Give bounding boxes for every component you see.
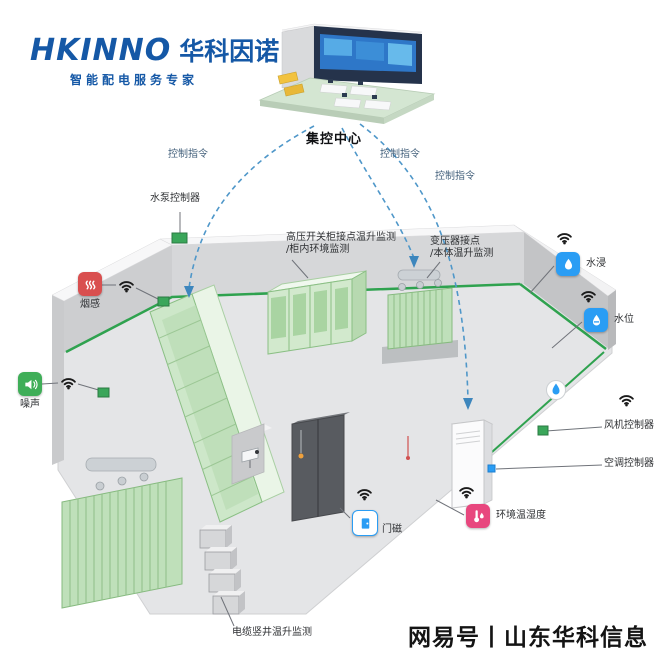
brand-tagline: 智能配电服务专家 <box>70 73 199 87</box>
command-arrows <box>184 256 473 410</box>
smoke-label: 烟感 <box>80 299 100 310</box>
command-paths <box>188 123 469 401</box>
door <box>291 412 410 522</box>
cable-shaft-boxes <box>199 525 245 615</box>
command-path-right <box>359 123 469 401</box>
camera <box>231 423 272 485</box>
hv-switchgear <box>267 270 367 355</box>
control-center-label: 集控中心 <box>306 132 363 147</box>
fan-controller-label: 风机控制器 <box>604 420 654 431</box>
transformer-label: 变压器接点 /本体温升监测 <box>430 236 493 260</box>
left-wing-wall <box>52 295 64 465</box>
water-leak-label: 水浸 <box>586 258 606 269</box>
ac-controller-label: 空调控制器 <box>604 458 654 469</box>
transformer-label-line1: 变压器接点 <box>430 236 480 247</box>
command-path-left <box>188 125 315 289</box>
ac-cabinet <box>450 419 494 509</box>
door-sensor-dot <box>298 453 304 459</box>
transformer-lower <box>61 457 183 609</box>
wifi-icon <box>60 375 77 390</box>
command-path-middle <box>341 127 415 259</box>
ac-connector <box>487 464 496 473</box>
water-level-sensor-icon <box>584 308 608 332</box>
camera-lens <box>255 450 259 454</box>
water-leak-sensor-icon <box>556 252 580 276</box>
back-left-wall <box>64 245 172 353</box>
cable-shaft-label: 电缆竖井温升监测 <box>232 627 312 638</box>
fan-device <box>537 425 549 436</box>
brand-logo-en: HKINNO <box>30 33 172 68</box>
hv-switchgear-label-line1: 高压开关柜接点温升监测 <box>286 232 396 243</box>
wifi-icon <box>580 288 597 303</box>
hv-switchgear-label-line2: /柜内环境监测 <box>286 244 350 255</box>
env-humiture-label: 环境温湿度 <box>496 510 546 521</box>
env-sensor-dot <box>406 456 410 460</box>
wifi-icon <box>118 278 135 293</box>
wifi-icon <box>556 230 573 245</box>
water-pump-controller-label: 水泵控制器 <box>150 193 200 204</box>
wifi-icon <box>618 392 635 407</box>
transformer-label-line2: /本体温升监测 <box>430 248 494 259</box>
command-label-right: 控制指令 <box>435 171 475 182</box>
baseboard-right-front <box>491 351 605 453</box>
smoke-sensor-icon <box>78 272 102 296</box>
wifi-icon <box>356 486 373 501</box>
command-label-left: 控制指令 <box>168 149 208 160</box>
door-magnet-sensor-icon <box>352 510 378 536</box>
noise-sensor-icon <box>18 372 42 396</box>
right-wall-edge <box>608 290 616 350</box>
control-center-scene <box>258 23 436 124</box>
wifi-icon <box>458 484 475 499</box>
noise-label: 噪声 <box>20 399 40 410</box>
door-magnet-label: 门磁 <box>382 524 402 535</box>
brand-logo-cn: 华科因诺 <box>179 37 280 66</box>
car <box>283 83 305 97</box>
hv-switchgear-label: 高压开关柜接点温升监测 /柜内环境监测 <box>286 232 396 256</box>
baseboard-right <box>519 283 607 350</box>
car <box>277 71 299 85</box>
water-pump-device <box>171 232 188 244</box>
watermark: 网易号丨山东华科信息 <box>408 625 648 651</box>
smoke-mount <box>157 296 170 307</box>
noise-mount <box>97 387 110 398</box>
floor-water-sensor <box>546 380 566 400</box>
leader-lines <box>41 212 603 627</box>
command-label-middle: 控制指令 <box>380 149 420 160</box>
transformer-upper <box>382 269 458 364</box>
water-level-label: 水位 <box>614 314 634 325</box>
camera-body <box>241 447 259 463</box>
env-humiture-sensor-icon <box>466 504 490 528</box>
